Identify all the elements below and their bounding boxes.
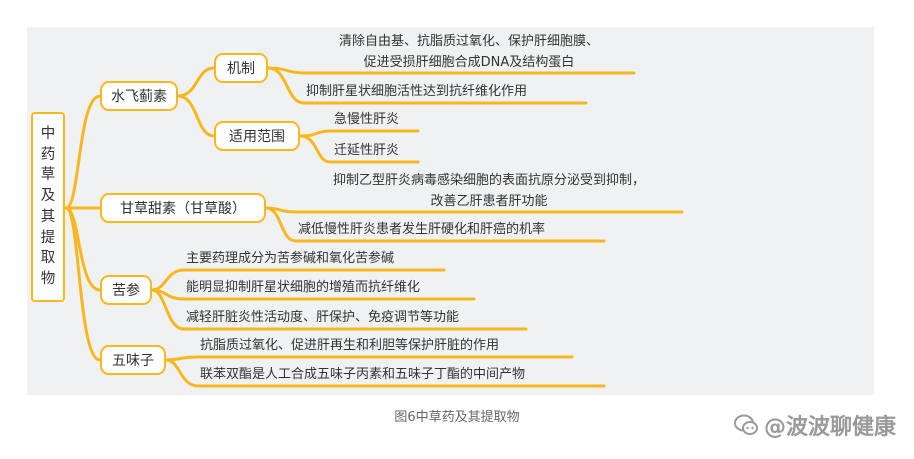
leaf-sophora-3: 减轻肝脏炎性活动度、肝保护、免疫调节等功能 [186, 310, 460, 325]
root-char: 物 [40, 271, 56, 288]
leaf-scope-2: 迁延性肝炎 [334, 143, 400, 158]
root-char: 及 [40, 188, 56, 205]
root-char: 其 [40, 208, 56, 225]
leaf-schisandra-1: 抗脂质过氧化、促进肝再生和利胆等保护肝脏的作用 [200, 338, 500, 353]
node-glycyrrhizin: 甘草甜素（甘草酸） [100, 193, 266, 223]
leaf-scope-1: 急慢性肝炎 [334, 112, 400, 127]
node-mechanism: 机制 [214, 53, 268, 83]
root-char: 提 [40, 229, 56, 246]
figure-caption: 图6中草药及其提取物 [394, 410, 520, 425]
root-char: 取 [40, 250, 56, 267]
chat-bubble-logo-icon [733, 414, 758, 435]
node-sophora: 苦参 [100, 275, 152, 305]
root-node: 中 药 草 及 其 提 取 物 [31, 112, 65, 302]
leaf-sophora-1: 主要药理成分为苦参碱和氧化苦参碱 [186, 251, 395, 266]
root-char: 草 [40, 167, 56, 184]
leaf-mechanism-2: 抑制肝星状细胞活性达到抗纤维化作用 [306, 84, 528, 99]
node-scope: 适用范围 [214, 121, 300, 151]
leaf-mechanism-1: 清除自由基、抗脂质过氧化、保护肝细胞膜、 促进受损肝细胞合成DNA及结构蛋白 [338, 34, 599, 70]
leaf-glycyrrhizin-2: 减低慢性肝炎患者发生肝硬化和肝癌的机率 [298, 222, 546, 237]
root-char: 中 [40, 125, 56, 142]
leaf-sophora-2: 能明显抑制肝星状细胞的增殖而抗纤维化 [186, 280, 421, 295]
watermark-text: @波波聊健康 [763, 415, 896, 440]
leaf-schisandra-2: 联苯双酯是人工合成五味子丙素和五味子丁酯的中间产物 [200, 367, 526, 382]
leaf-glycyrrhizin-1: 抑制乙型肝炎病毒感染细胞的表面抗原分泌受到抑制， 改善乙肝患者肝功能 [332, 173, 645, 209]
watermark: @波波聊健康 [733, 409, 896, 441]
node-schisandra: 五味子 [100, 345, 166, 375]
node-silymarin: 水飞蓟素 [100, 81, 178, 111]
root-char: 药 [40, 146, 56, 163]
